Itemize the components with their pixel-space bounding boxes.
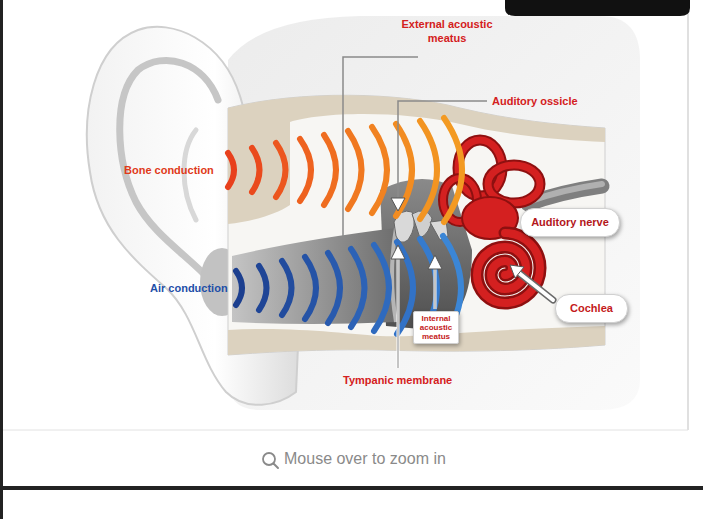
headphone-part xyxy=(505,0,690,16)
wave-arc xyxy=(236,271,242,305)
cochlea-spiral xyxy=(477,233,540,303)
wave-arc xyxy=(300,139,311,201)
arrow-head xyxy=(391,198,405,211)
air-waves xyxy=(236,236,461,340)
label-box: Internal acoustic meatus xyxy=(413,311,459,344)
cochlea-spiral xyxy=(477,233,540,303)
leader-line xyxy=(398,101,487,198)
wave-arc xyxy=(305,257,316,319)
part-label: External acoustic meatus xyxy=(397,17,497,45)
leader-line xyxy=(397,258,400,368)
wave-arc xyxy=(282,261,292,315)
node-text: Internal acoustic meatus xyxy=(416,314,456,341)
wave-arc xyxy=(372,127,387,213)
frame-edge xyxy=(3,430,688,431)
wave-arc xyxy=(252,148,260,192)
wave-arc xyxy=(324,135,336,205)
leader-line xyxy=(519,273,553,300)
frame-edge xyxy=(0,0,3,519)
frame-edge xyxy=(687,0,689,430)
arrow-head xyxy=(391,245,405,259)
conduction-label: Air conduction xyxy=(150,281,228,295)
ear-canal xyxy=(232,228,396,324)
zoom-icon xyxy=(274,464,279,469)
label-pill: Cochlea xyxy=(555,294,628,323)
wave-arc xyxy=(259,266,267,310)
wave-arc xyxy=(228,153,234,187)
leader-line xyxy=(519,273,553,300)
label-pill: Auditory nerve xyxy=(520,208,620,237)
conduction-label: Bone conduction xyxy=(124,163,214,177)
arrow-head xyxy=(428,255,442,269)
wave-arc xyxy=(420,121,437,219)
frame-edge xyxy=(0,486,703,490)
wave-arc xyxy=(328,253,340,323)
wave-arc xyxy=(374,245,389,331)
leader-line xyxy=(343,57,418,238)
wave-arc xyxy=(348,131,362,209)
wave-arc xyxy=(276,143,286,197)
node-text: Auditory nerve xyxy=(531,216,609,229)
wave-arc xyxy=(444,118,462,222)
leader-line xyxy=(398,258,399,368)
node-text: Cochlea xyxy=(570,302,613,315)
wave-arc xyxy=(351,249,365,327)
head-surface xyxy=(228,16,640,410)
zoom-hint: Mouse over to zoom in xyxy=(284,449,446,469)
leader-line xyxy=(434,268,437,309)
part-label: Auditory ossicle xyxy=(492,94,578,108)
part-label: Tympanic membrane xyxy=(343,373,452,387)
ear-fold xyxy=(120,60,218,274)
arrow-head xyxy=(510,265,524,278)
leader-line xyxy=(435,268,436,309)
bone-waves xyxy=(228,118,462,222)
